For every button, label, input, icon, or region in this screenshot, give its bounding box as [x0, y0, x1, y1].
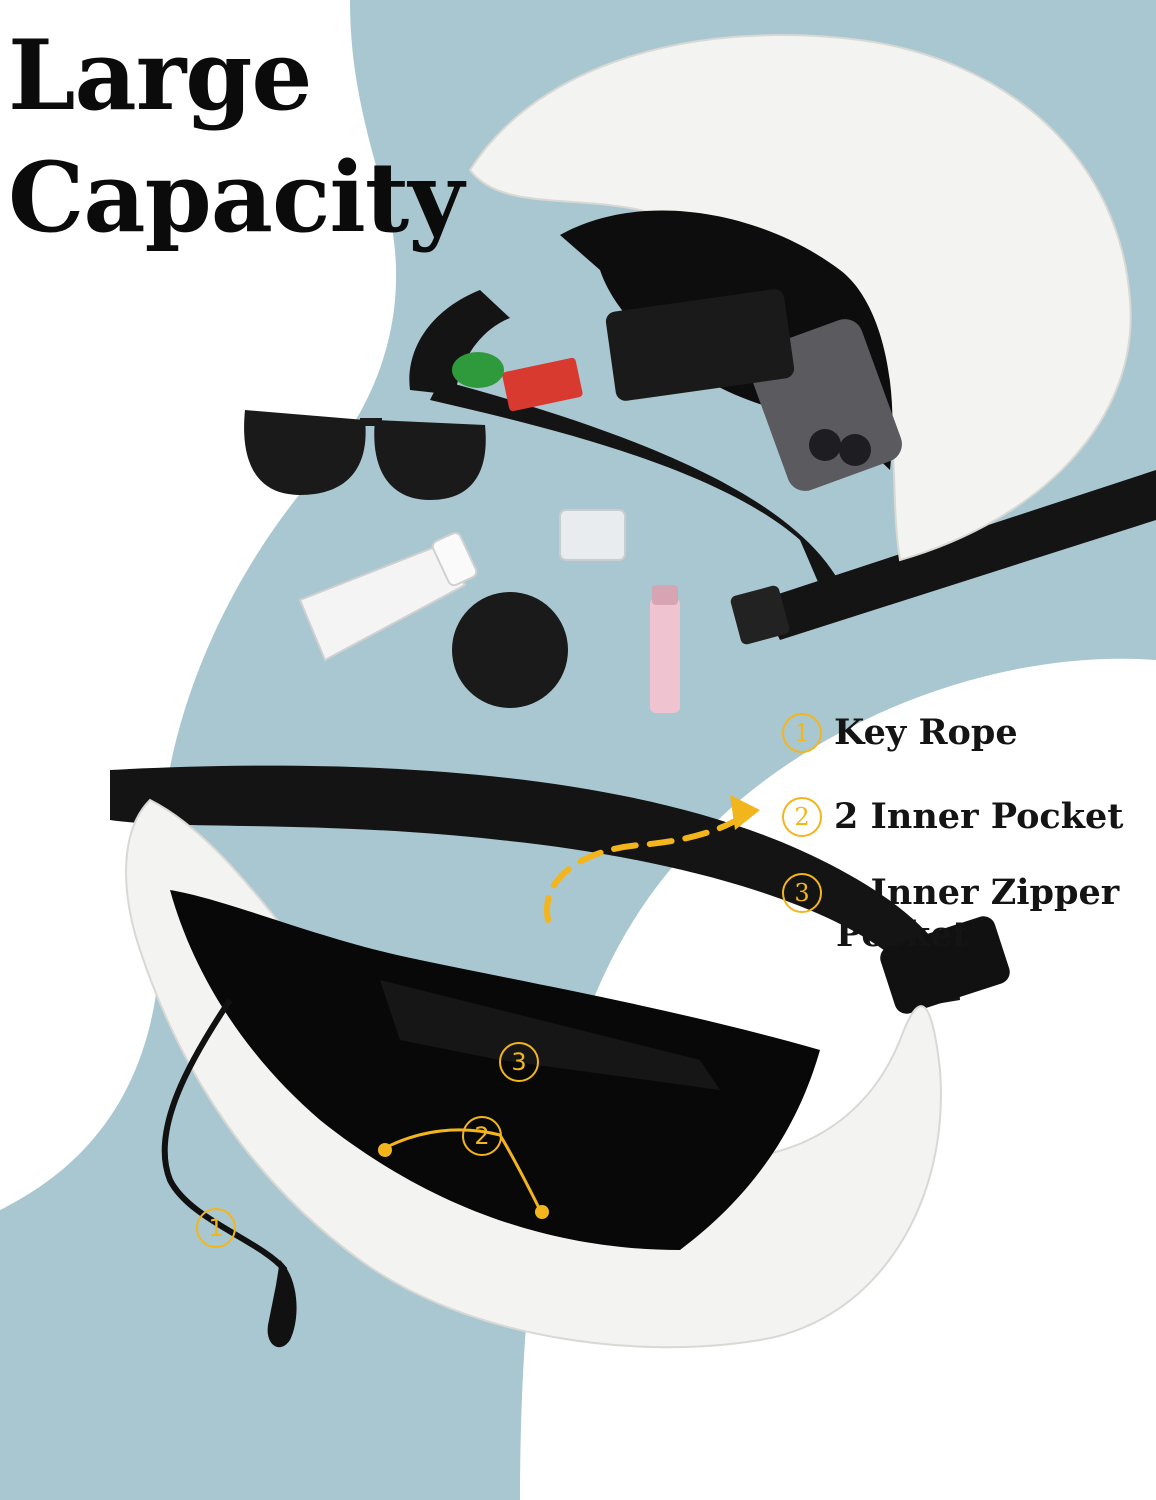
feature-inner-pocket: 2 2 Inner Pocket	[782, 796, 1123, 838]
bag-inner-cavity	[170, 890, 820, 1250]
feature-label-2: Pocket	[836, 914, 969, 955]
top-bag-strap	[409, 290, 510, 395]
feature-label: 2 Inner Pocket	[834, 796, 1124, 837]
top-strap-right	[760, 470, 1156, 640]
marker-zipper-pocket: 3	[499, 1042, 539, 1082]
feature-number: 3	[782, 873, 822, 913]
top-strap-long	[430, 380, 850, 610]
feature-number: 1	[782, 713, 822, 753]
key-hook	[267, 1260, 297, 1348]
arrow-head	[730, 795, 760, 830]
lip-tint	[650, 585, 680, 713]
zipper-pocket	[380, 980, 720, 1090]
marker-key-rope: 1	[196, 1208, 236, 1248]
dashed-arrow	[544, 812, 748, 923]
strap-buckle	[730, 585, 790, 645]
title-line-2: Capacity	[8, 141, 464, 254]
feature-label: 1 Inner Zipper	[834, 872, 1120, 913]
sunglasses	[244, 410, 486, 500]
perfume	[559, 509, 626, 561]
title-line-1: Large	[8, 19, 312, 132]
feature-label: Key Rope	[834, 712, 1018, 753]
feature-number: 2	[782, 797, 822, 837]
compact-mirror	[452, 592, 568, 708]
key-rope-cord	[161, 998, 288, 1272]
marker-inner-pocket: 2	[462, 1116, 502, 1156]
wallet	[605, 289, 795, 401]
feature-zipper-pocket: 3 1 Inner Zipper Pocket	[782, 872, 1119, 956]
bottom-strap	[110, 765, 960, 1005]
strap-buckle-bottom	[880, 916, 1010, 1014]
mints	[452, 352, 583, 412]
hand-cream	[298, 531, 478, 662]
feature-key-rope: 1 Key Rope	[782, 712, 1018, 754]
